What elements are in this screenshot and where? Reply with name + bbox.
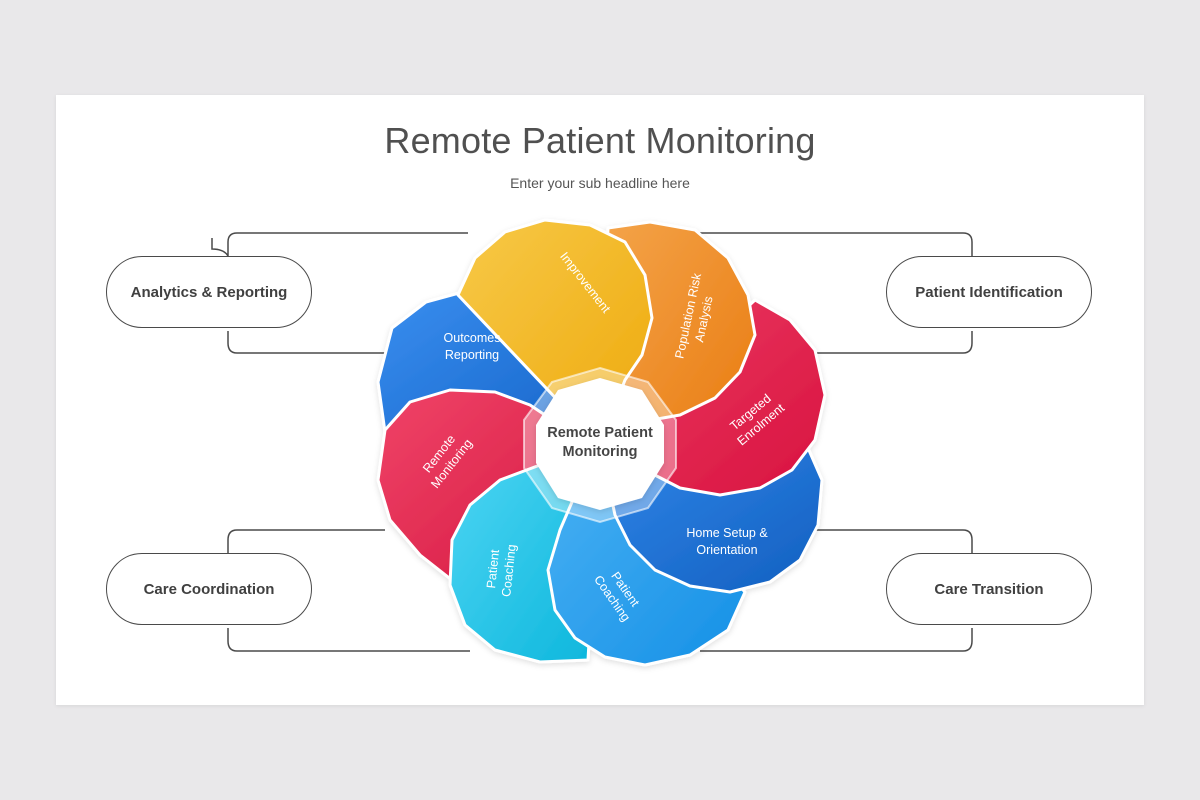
label-home-setup-2: Orientation	[696, 543, 757, 557]
box-patient-identification: Patient Identification	[886, 256, 1092, 328]
center-label-line1: Remote Patient	[547, 425, 653, 441]
label-outcomes-reporting-1: Outcomes	[444, 331, 501, 345]
center-label-line2: Monitoring	[563, 444, 638, 460]
box-analytics-reporting: Analytics & Reporting	[106, 256, 312, 328]
label-patient-coaching-left-1: Patient	[484, 548, 502, 589]
box-care-coordination: Care Coordination	[106, 553, 312, 625]
connector-bottom-right	[700, 529, 973, 652]
center-hub	[536, 378, 664, 510]
label-outcomes-reporting-2: Reporting	[445, 348, 499, 362]
page-subtitle: Enter your sub headline here	[510, 175, 690, 191]
connector-top-left	[211, 232, 468, 354]
box-care-transition: Care Transition	[886, 553, 1092, 625]
connector-lines	[211, 232, 973, 652]
label-patient-coaching-left-2: Coaching	[499, 544, 518, 598]
label-home-setup-1: Home Setup &	[686, 526, 768, 540]
connector-top-right	[700, 232, 973, 354]
page-title: Remote Patient Monitoring	[384, 120, 816, 161]
connector-bottom-left	[227, 529, 470, 652]
